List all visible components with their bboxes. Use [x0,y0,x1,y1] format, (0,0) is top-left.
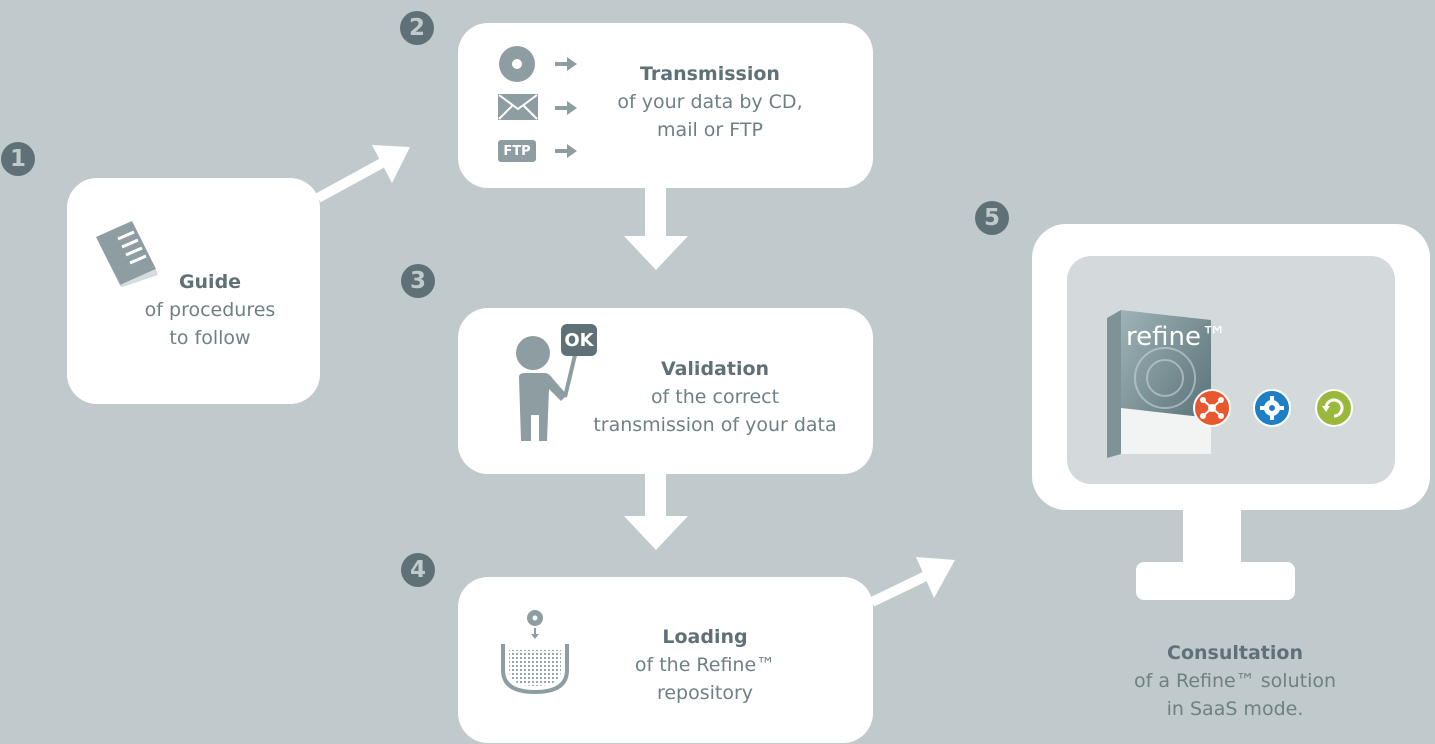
arrow-right-icon [555,56,579,76]
step-number-2: 2 [400,11,434,45]
person-icon [515,335,585,449]
step-3-text: Validation of the correct transmission o… [575,355,855,439]
step-number-4: 4 [401,553,435,587]
step-5-text: Consultation of a Refine™ solution in Sa… [1100,639,1370,723]
step-4-title: Loading [662,626,748,648]
ftp-icon: FTP [498,140,536,162]
arrow-4-to-5 [869,557,955,607]
arrow-right-icon [555,143,579,163]
step-1-desc-line-2: to follow [169,327,251,349]
arrow-right-icon [555,100,579,120]
arrow-3-to-4 [624,474,688,550]
refresh-module-icon [1314,388,1354,432]
arrow-2-to-3 [624,188,688,270]
step-number-5: 5 [975,201,1009,235]
step-2-text: Transmission of your data by CD, mail or… [590,60,830,144]
step-5-title: Consultation [1167,642,1303,664]
step-2-desc-line-1: of your data by CD, [617,91,803,113]
monitor-stand [1136,562,1295,600]
ok-sign: OK [561,324,597,356]
step-5-desc-line-1: of a Refine™ solution [1133,670,1337,692]
step-4-desc-line-1: of the Refine™ [634,654,776,676]
step-number-3: 3 [401,264,435,298]
step-1-text: Guide of procedures to follow [120,268,300,352]
step-2-desc-line-2: mail or FTP [657,119,763,141]
step-1-title: Guide [178,271,242,293]
step-4-text: Loading of the Refine™ repository [610,623,800,707]
arrow-1-to-2 [315,145,410,203]
database-load-icon [499,608,571,698]
cd-icon [498,45,536,87]
step-5-desc-line-2: in SaaS mode. [1166,698,1304,720]
gear-module-icon [1252,388,1292,432]
book-icon [92,215,164,291]
step-1-desc-line-1: of procedures [144,299,276,321]
step-number-1: 1 [1,142,35,176]
step-4-desc-line-2: repository [656,682,754,704]
product-brand: refine™ [1126,322,1227,352]
monitor-neck [1183,508,1241,572]
step-1-panel [67,178,320,404]
step-2-title: Transmission [640,63,780,85]
step-3-desc-line-2: transmission of your data [593,414,837,436]
step-3-desc-line-1: of the correct [650,386,780,408]
network-module-icon [1192,388,1232,432]
mail-icon [498,94,538,124]
product-box-image [1105,308,1215,467]
step-3-title: Validation [660,358,770,380]
